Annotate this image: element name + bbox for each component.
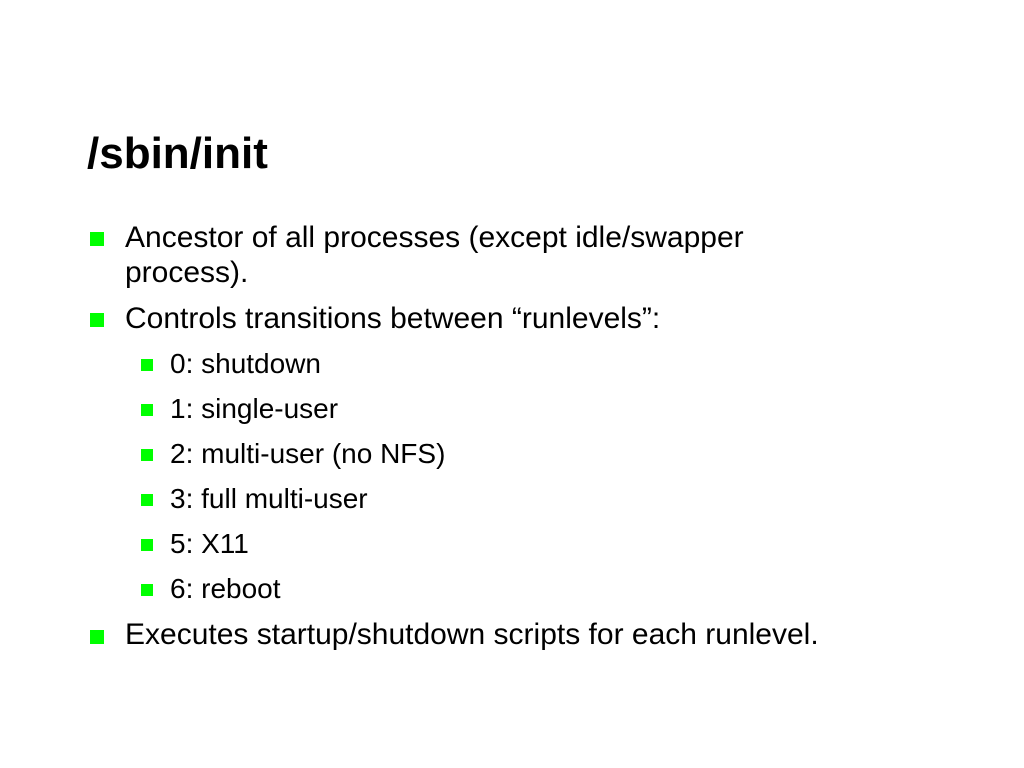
square-bullet-icon [90, 313, 104, 327]
sub-bullet-text: 3: full multi-user [170, 483, 368, 514]
slide-title: /sbin/init [87, 129, 268, 178]
sub-bullet-text: 2: multi-user (no NFS) [170, 438, 446, 469]
sub-bullet-text: 6: reboot [170, 573, 281, 604]
square-bullet-icon [141, 584, 153, 596]
square-bullet-icon [141, 449, 153, 461]
sub-bullet-text: 5: X11 [170, 528, 249, 559]
bullet-text: Ancestor of all processes (except idle/s… [125, 221, 744, 254]
sub-bullet-text: 0: shutdown [170, 348, 321, 379]
square-bullet-icon [90, 232, 104, 246]
bullet-text: Controls transitions between “runlevels”… [125, 302, 661, 335]
square-bullet-icon [90, 630, 104, 644]
square-bullet-icon [141, 539, 153, 551]
bullet-text: Executes startup/shutdown scripts for ea… [125, 618, 819, 651]
sub-bullet-text: 1: single-user [170, 393, 339, 424]
square-bullet-icon [141, 359, 153, 371]
square-bullet-icon [141, 494, 153, 506]
bullet-text-continued: process). [125, 256, 249, 289]
square-bullet-icon [141, 404, 153, 416]
